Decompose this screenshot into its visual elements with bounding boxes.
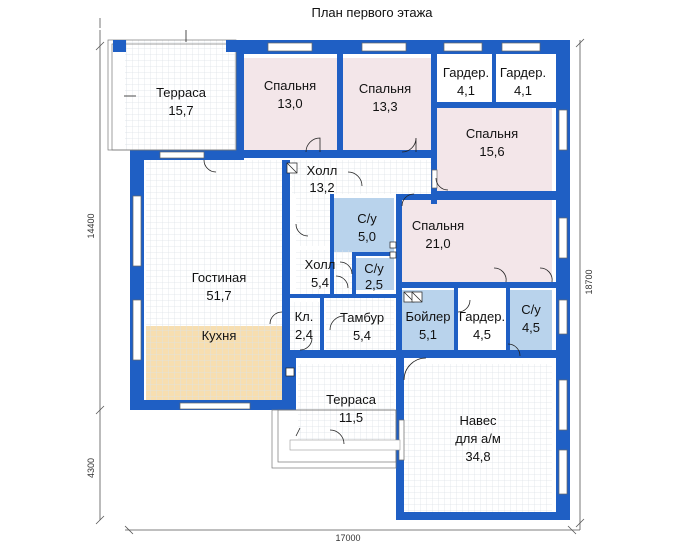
dimension-lines: [95, 18, 585, 535]
terrace-structure: [107, 39, 401, 469]
room-name-boiler: Бойлер: [405, 309, 450, 324]
room-name-bathroom-2: С/у: [364, 261, 384, 276]
windows: [132, 42, 568, 495]
dimension-left-lower: 4300: [86, 458, 96, 478]
room-name-hall-1: Холл: [307, 163, 338, 178]
room-name-terrace-bottom: Терраса: [326, 392, 377, 407]
room-name-bedroom-3: Спальня: [466, 126, 518, 141]
room-area-bathroom-3: 4,5: [522, 320, 540, 335]
room-name-terrace-top: Терраса: [156, 85, 207, 100]
room-area-terrace-top: 15,7: [168, 103, 193, 118]
room-area-bedroom-2: 13,3: [372, 99, 397, 114]
room-area-bedroom-1: 13,0: [277, 96, 302, 111]
room-area-hall-1: 13,2: [309, 180, 334, 195]
room-area-hall-2: 5,4: [311, 275, 329, 290]
room-name-bathroom-3: С/у: [521, 302, 541, 317]
doors: [124, 30, 553, 445]
room-name-living-room: Гостиная: [192, 270, 247, 285]
room-area-bedroom-3: 15,6: [479, 144, 504, 159]
fixtures: [285, 162, 423, 377]
room-name-bathroom-1: С/у: [357, 211, 377, 226]
room-area-vestibule: 5,4: [353, 328, 371, 343]
room-name-kitchen: Кухня: [202, 328, 237, 343]
room-area-bathroom-2: 2,5: [365, 277, 383, 292]
room-area-wardrobe-2: 4,1: [514, 83, 532, 98]
room-area-carport: 34,8: [465, 449, 490, 464]
room-name-bedroom-2: Спальня: [359, 81, 411, 96]
room-area-wardrobe-3: 4,5: [473, 327, 491, 342]
dimension-left-main: 14400: [86, 213, 96, 238]
room-floors: [125, 40, 570, 520]
room-area-boiler: 5,1: [419, 327, 437, 342]
dimension-right: 18700: [584, 269, 594, 294]
room-name-wardrobe-2: Гардер.: [500, 65, 546, 80]
room-name-wardrobe-1: Гардер.: [443, 65, 489, 80]
room-area-closet: 2,4: [295, 327, 313, 342]
room-name-carport: Навес: [459, 413, 497, 428]
room-name-wardrobe-3: Гардер.: [459, 309, 505, 324]
room-name-hall-2: Холл: [305, 257, 336, 272]
room-labels: Терраса 15,7 Спальня 13,0 Спальня 13,3 Г…: [156, 65, 546, 464]
dimension-bottom: 17000: [335, 533, 360, 543]
room-name-vestibule: Тамбур: [340, 310, 384, 325]
room-name-bedroom-4: Спальня: [412, 218, 464, 233]
room-area-living-room: 51,7: [206, 288, 231, 303]
room-area-wardrobe-1: 4,1: [457, 83, 475, 98]
room-name-bedroom-1: Спальня: [264, 78, 316, 93]
room-sub-carport: для а/м: [455, 431, 501, 446]
room-area-bathroom-1: 5,0: [358, 229, 376, 244]
room-name-closet: Кл.: [295, 309, 314, 324]
room-area-terrace-bottom: 11,5: [339, 410, 363, 425]
plan-title: План первого этажа: [311, 5, 433, 20]
room-area-bedroom-4: 21,0: [425, 236, 450, 251]
